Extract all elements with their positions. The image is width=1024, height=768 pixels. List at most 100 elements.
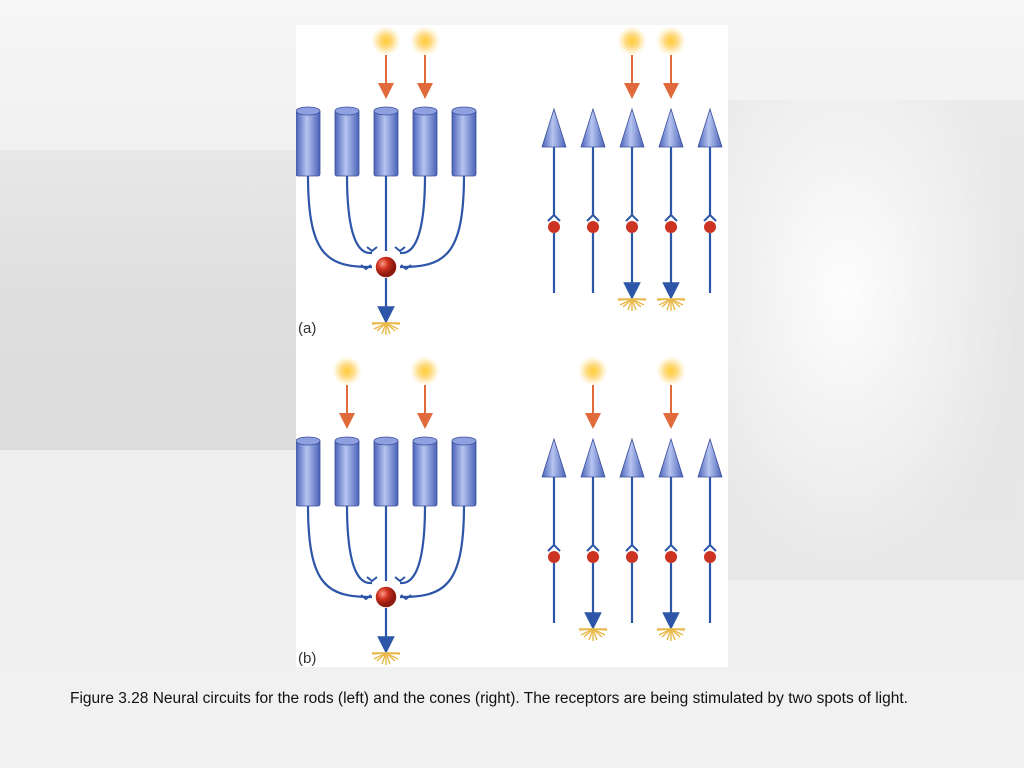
- terminal-branch: [580, 628, 594, 636]
- light-spot: [332, 356, 362, 386]
- rod-top: [451, 106, 477, 116]
- terminal-branch: [373, 652, 387, 660]
- ganglion-cell-body: [665, 551, 677, 563]
- axon-terminal: [578, 628, 608, 641]
- light-spot: [371, 26, 401, 56]
- synapse: [547, 213, 561, 222]
- light-spot: [656, 26, 686, 56]
- cone-receptor: [580, 437, 606, 478]
- synapse: [703, 543, 717, 552]
- rod-top: [412, 436, 438, 446]
- panel-label: (b): [298, 650, 316, 667]
- terminal-branch: [658, 628, 672, 636]
- rod-receptor: [451, 109, 477, 177]
- rod-top: [296, 436, 321, 446]
- synapse: [394, 576, 406, 583]
- light-spot: [656, 356, 686, 386]
- ganglion-cell-body: [587, 551, 599, 563]
- cone-receptor: [658, 107, 684, 148]
- synapse: [360, 264, 372, 271]
- rod-receptor: [451, 439, 477, 507]
- cone-circuit: [541, 437, 723, 641]
- rod-receptor: [296, 439, 321, 507]
- figure-caption: Figure 3.28 Neural circuits for the rods…: [70, 690, 908, 707]
- light-spot: [578, 356, 608, 386]
- synapse: [625, 543, 639, 552]
- ganglion-cell-body: [548, 221, 560, 233]
- synapse: [703, 213, 717, 222]
- light-spot: [410, 356, 440, 386]
- rod-axon: [345, 504, 373, 585]
- terminal-branch: [658, 298, 672, 306]
- synapse: [360, 594, 372, 601]
- background-shape: [724, 100, 1024, 580]
- rod-receptor: [373, 109, 399, 177]
- rod-top: [296, 106, 321, 116]
- cone-receptor: [541, 437, 567, 478]
- ganglion-cell-body: [704, 551, 716, 563]
- ganglion-cell-body: [626, 551, 638, 563]
- rod-top: [334, 436, 360, 446]
- rod-circuit: [296, 436, 477, 665]
- rod-top: [451, 436, 477, 446]
- synapse: [394, 246, 406, 253]
- axon-terminal: [371, 322, 401, 335]
- synapse: [547, 543, 561, 552]
- terminal-branch: [385, 652, 391, 665]
- synapse: [586, 543, 600, 552]
- rod-axon: [399, 174, 466, 269]
- terminal-branch: [619, 298, 633, 306]
- rod-top: [373, 436, 399, 446]
- synapse: [664, 543, 678, 552]
- panel-label: (a): [298, 320, 316, 337]
- rod-axon: [399, 174, 427, 255]
- cone-receptor: [541, 107, 567, 148]
- terminal-branch: [592, 628, 606, 636]
- rod-axon: [345, 174, 373, 255]
- background-shape: [0, 150, 300, 450]
- cone-receptor: [580, 107, 606, 148]
- synapse: [586, 213, 600, 222]
- rod-receptor: [412, 439, 438, 507]
- rod-receptor: [373, 439, 399, 507]
- rod-axon: [306, 174, 373, 269]
- rod-axon: [399, 504, 427, 585]
- cone-circuit: [541, 107, 723, 311]
- terminal-branch: [631, 298, 637, 311]
- ganglion-cell-body: [626, 221, 638, 233]
- synapse: [366, 576, 378, 583]
- terminal-branch: [631, 298, 645, 306]
- cone-receptor: [697, 437, 723, 478]
- figure-3-28: (a) (b): [296, 25, 728, 667]
- rod-receptor: [412, 109, 438, 177]
- axon-terminal: [656, 298, 686, 311]
- circuit-panel-a: (a): [296, 26, 723, 337]
- synapse: [664, 213, 678, 222]
- terminal-branch: [670, 628, 676, 641]
- ganglion-cell-body: [704, 221, 716, 233]
- rod-top: [334, 106, 360, 116]
- rod-receptor: [334, 109, 360, 177]
- terminal-branch: [670, 628, 684, 636]
- light-spot: [617, 26, 647, 56]
- terminal-branch: [592, 628, 598, 641]
- synapse: [366, 246, 378, 253]
- terminal-branch: [670, 298, 684, 306]
- terminal-branch: [385, 652, 399, 660]
- synapse: [400, 594, 412, 601]
- ganglion-cell-body: [374, 255, 398, 279]
- rod-receptor: [296, 109, 321, 177]
- ganglion-cell-body: [374, 585, 398, 609]
- cone-receptor: [619, 437, 645, 478]
- neural-circuit-diagram: (a) (b): [296, 26, 723, 667]
- axon-terminal: [371, 652, 401, 665]
- axon-terminal: [617, 298, 647, 311]
- ganglion-cell-body: [665, 221, 677, 233]
- rod-top: [373, 106, 399, 116]
- rod-axon: [399, 504, 466, 599]
- light-spot: [410, 26, 440, 56]
- terminal-branch: [670, 298, 676, 311]
- rod-receptor: [334, 439, 360, 507]
- rod-axon: [306, 504, 373, 599]
- circuit-panel-b: (b): [296, 356, 723, 667]
